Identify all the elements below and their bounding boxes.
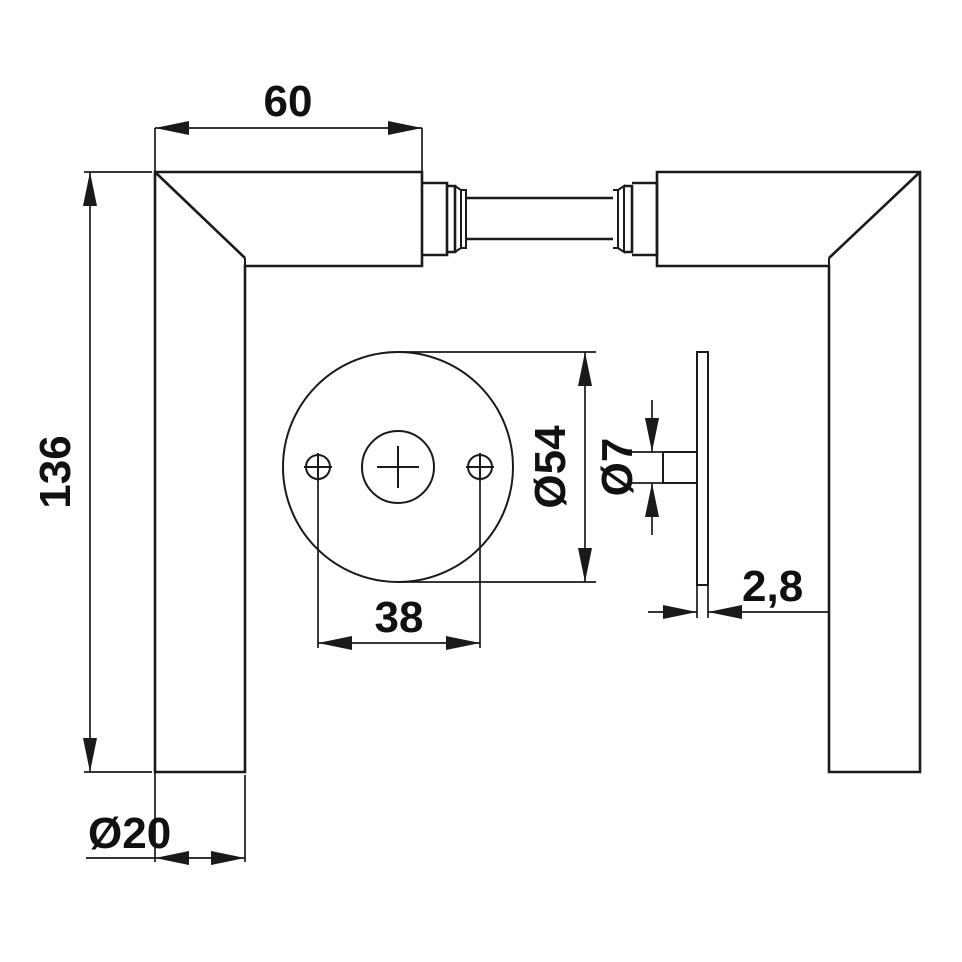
dimension-d20-label: Ø20 — [88, 809, 171, 858]
left-lever-handle — [153, 170, 424, 774]
dimension-2-8-label: 2,8 — [742, 562, 803, 611]
dimension-38-label: 38 — [375, 593, 424, 642]
dimension-d20: Ø20 — [86, 772, 246, 865]
dimension-d54: Ø54 — [398, 351, 596, 583]
dimension-60: 60 — [154, 77, 423, 175]
connecting-spindle — [466, 196, 613, 241]
fixing-screw-right-icon — [466, 453, 494, 481]
dimension-38: 38 — [317, 479, 481, 650]
dimension-d54-label: Ø54 — [526, 425, 575, 509]
dimension-d7: Ø7 — [593, 400, 665, 535]
rosette-boss-section — [662, 451, 697, 484]
right-neck-collar — [613, 181, 659, 257]
dimension-136-label: 136 — [31, 435, 80, 508]
dimension-2-8: 2,8 — [648, 562, 830, 619]
dimension-d7-label: Ø7 — [593, 438, 642, 497]
centre-mark-icon — [377, 446, 419, 488]
rosette-side-view — [662, 351, 709, 586]
left-neck-collar — [422, 181, 467, 257]
dimension-136: 136 — [31, 171, 152, 773]
dimension-60-label: 60 — [264, 77, 313, 126]
right-lever-handle — [655, 170, 922, 774]
rosette-plate-section — [696, 351, 709, 586]
fixing-screw-left-icon — [304, 453, 332, 481]
rosette-spindle-hole — [361, 430, 435, 504]
